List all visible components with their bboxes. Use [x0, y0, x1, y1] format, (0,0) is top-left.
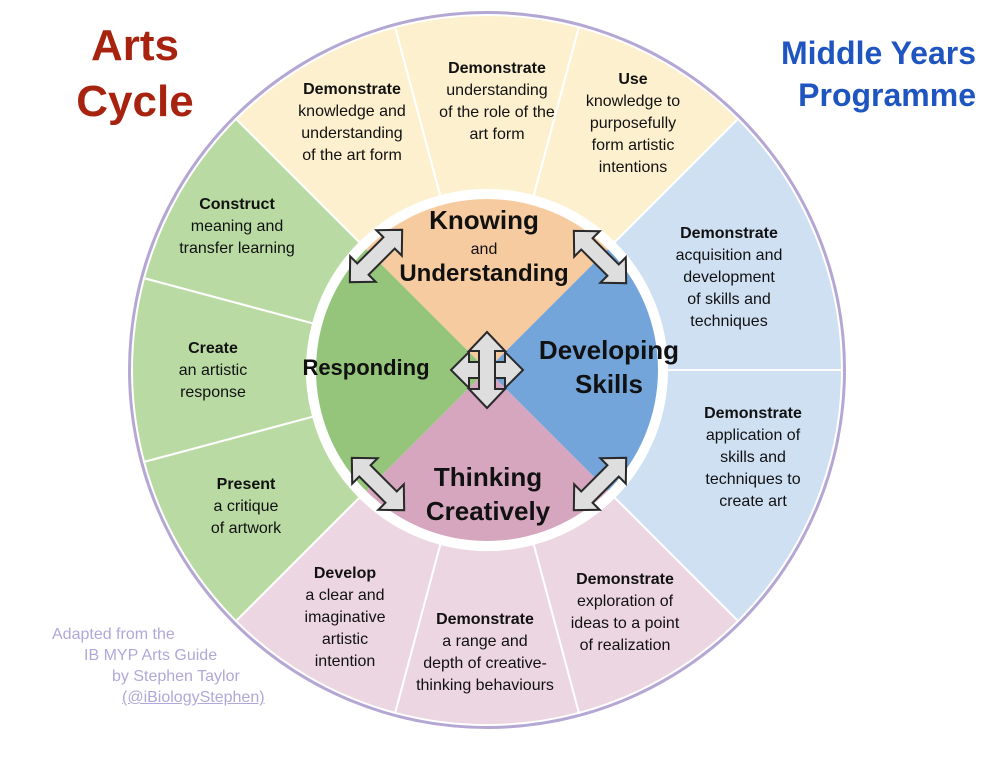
credit-twitter-link[interactable]: (@iBiologyStephen)	[122, 689, 265, 706]
outer-text-responding-2-line-1: an artistic	[179, 362, 247, 379]
outer-text-knowing-1-line-2: understanding	[301, 125, 402, 142]
attribution-credit: Adapted from the IB MYP Arts Guide by St…	[52, 624, 302, 708]
outer-text-responding-1-heading: Present	[217, 476, 276, 493]
core-label-thinking: Thinking	[434, 462, 542, 492]
core-label-understanding: Understanding	[399, 260, 568, 287]
outer-text-thinking-2-line-3: thinking behaviours	[416, 677, 554, 694]
outer-text-developing-2-line-4: create art	[719, 493, 787, 510]
outer-text-thinking-1-line-2: ideas to a point	[571, 615, 680, 632]
credit-line-2: IB MYP Arts Guide	[84, 647, 218, 664]
outer-text-thinking-3-line-2: imaginative	[305, 609, 386, 626]
core-label-skills: Skills	[575, 369, 643, 399]
outer-text-developing-2-line-2: skills and	[720, 449, 786, 466]
outer-text-developing-2-heading: Demonstrate	[704, 405, 802, 422]
subtitle-line-1: Middle Years	[780, 35, 976, 71]
outer-text-developing-1-heading: Demonstrate	[680, 225, 778, 242]
myp-subtitle: Middle Years Programme	[716, 32, 976, 116]
core-label-developing: Developing	[539, 335, 679, 365]
outer-text-thinking-1-line-1: exploration of	[577, 593, 674, 610]
credit-line-1: Adapted from the	[52, 626, 175, 643]
outer-text-developing-2-line-3: techniques to	[705, 471, 800, 488]
diagonal-arrow-icon-bottom-right	[572, 456, 628, 512]
outer-text-thinking-2-line-2: depth of creative-	[423, 655, 547, 672]
core-label-responding: Responding	[302, 355, 429, 380]
outer-text-developing-1-line-1: acquisition and	[676, 247, 783, 264]
outer-text-responding-3-line-2: transfer learning	[179, 240, 295, 257]
core-label-creatively: Creatively	[426, 496, 551, 526]
subtitle-line-2: Programme	[798, 77, 976, 113]
credit-line-3: by Stephen Taylor	[112, 668, 240, 685]
outer-text-knowing-1-line-1: knowledge and	[298, 103, 406, 120]
outer-text-knowing-1-heading: Demonstrate	[303, 81, 401, 98]
outer-text-developing-1-line-4: techniques	[690, 313, 767, 330]
outer-text-responding-2-heading: Create	[188, 340, 238, 357]
arts-cycle-title: Arts Cycle	[50, 18, 220, 130]
outer-text-knowing-2-line-1: understanding	[446, 82, 547, 99]
outer-text-knowing-2-heading: Demonstrate	[448, 60, 546, 77]
diagonal-arrow-icon-top-left	[348, 228, 404, 284]
diagonal-arrow-icon-bottom-left	[350, 456, 406, 512]
outer-text-thinking-2-heading: Demonstrate	[436, 611, 534, 628]
diagonal-arrow-icon-top-right	[572, 229, 628, 285]
outer-text-responding-1-line-1: a critique	[214, 498, 279, 515]
outer-text-knowing-3-line-2: purposefully	[590, 115, 676, 132]
outer-text-thinking-1-heading: Demonstrate	[576, 571, 674, 588]
center-vertical-arrow-icon	[466, 330, 508, 410]
outer-text-thinking-3-line-3: artistic	[322, 631, 368, 648]
outer-text-responding-1-line-2: of artwork	[211, 520, 282, 537]
core-quadrant-responding	[316, 249, 487, 491]
core-quadrant-knowing	[366, 199, 608, 370]
core-label-knowing: Knowing	[429, 205, 539, 235]
core-quadrant-developing	[487, 249, 658, 491]
core-label-knowing-and: and	[471, 241, 498, 258]
outer-text-knowing-2-line-2: of the role of the	[439, 104, 555, 121]
outer-text-thinking-3-line-1: a clear and	[305, 587, 384, 604]
outer-text-thinking-1-line-3: of realization	[580, 637, 671, 654]
outer-text-developing-1-line-2: development	[683, 269, 775, 286]
outer-text-knowing-3-heading: Use	[618, 71, 647, 88]
outer-text-knowing-2-line-3: art form	[469, 126, 524, 143]
outer-text-knowing-3-line-1: knowledge to	[586, 93, 680, 110]
outer-text-responding-2-line-2: response	[180, 384, 246, 401]
outer-text-thinking-2-line-1: a range and	[442, 633, 527, 650]
outer-text-knowing-3-line-4: intentions	[599, 159, 668, 176]
title-line-2: Cycle	[76, 77, 194, 126]
core-quadrant-thinking	[366, 370, 608, 541]
title-line-1: Arts	[90, 21, 180, 70]
outer-text-thinking-3-heading: Develop	[314, 565, 376, 582]
outer-text-knowing-3-line-3: form artistic	[592, 137, 675, 154]
outer-text-responding-3-line-1: meaning and	[191, 218, 284, 235]
outer-text-thinking-3-line-4: intention	[315, 653, 376, 670]
outer-text-developing-1-line-3: of skills and	[687, 291, 771, 308]
outer-text-knowing-1-line-3: of the art form	[302, 147, 402, 164]
outer-text-developing-2-line-1: application of	[706, 427, 801, 444]
outer-text-responding-3-heading: Construct	[199, 196, 275, 213]
